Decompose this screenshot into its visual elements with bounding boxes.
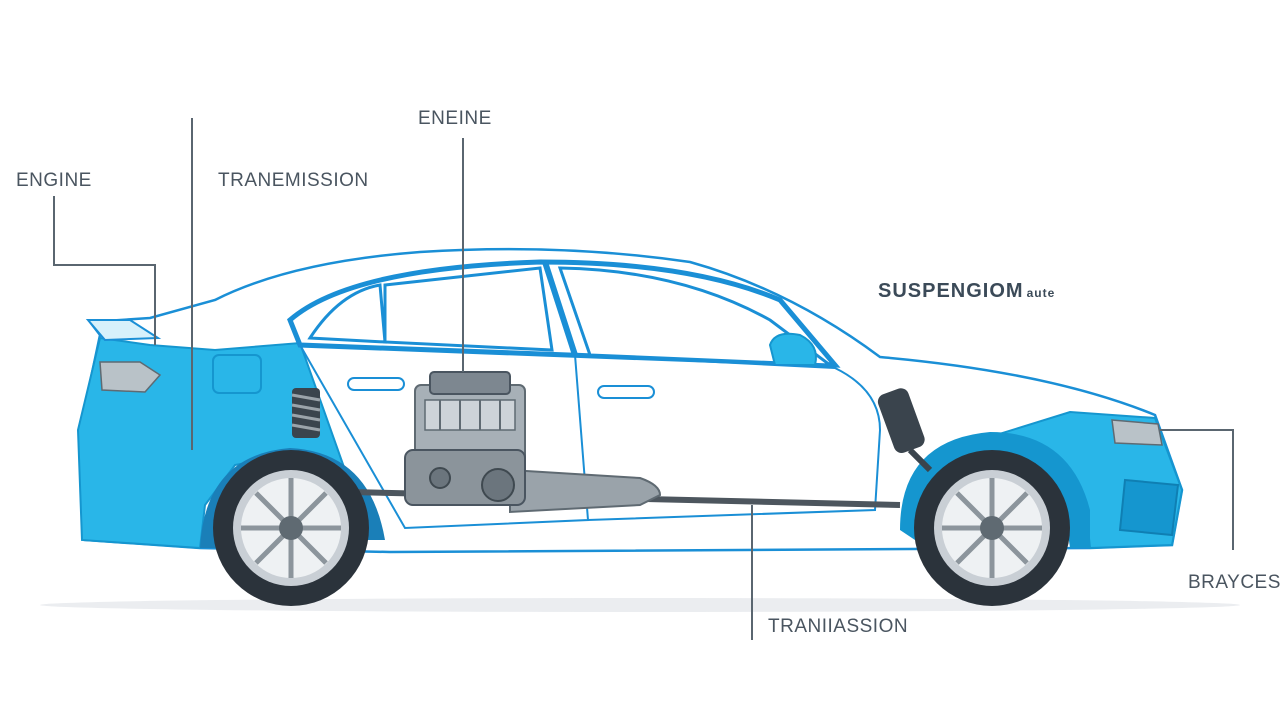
rear-door-handle (347, 377, 405, 391)
label-braces: BRAYCES (1188, 572, 1280, 593)
rear-spoiler (85, 319, 162, 342)
fuel-cap (212, 354, 262, 394)
front-window (557, 266, 835, 367)
front-door-handle (597, 385, 655, 399)
headlight (1111, 419, 1163, 446)
label-engine-left: ENGINE (16, 170, 92, 191)
middle-window (383, 266, 554, 352)
tail-light (99, 361, 162, 393)
label-engine-top: ENEINE (418, 108, 492, 129)
rear-window (307, 283, 387, 344)
engine-block (404, 371, 526, 506)
leader-braces (1160, 429, 1234, 550)
label-transmission-bottom: TRANIIASSION (768, 616, 909, 637)
label-suspension-suffix: aute (1026, 286, 1056, 300)
transmission-housing (509, 468, 662, 514)
front-suspension-strut (877, 388, 933, 473)
front-wheel (914, 450, 1070, 606)
label-transmission-top: TRANEMISSION (218, 170, 369, 191)
front-wheel-arch (900, 432, 1090, 548)
label-suspension-text: SUSPENGIOM (878, 280, 1024, 302)
front-door (574, 354, 882, 521)
rear-suspension-spring (291, 388, 321, 438)
a-pillar (542, 261, 578, 356)
rear-wheel (213, 450, 369, 606)
ground-shadow (40, 598, 1240, 612)
front-vent (1118, 478, 1180, 537)
leader-engine-left (53, 196, 156, 345)
side-mirror (768, 332, 817, 366)
